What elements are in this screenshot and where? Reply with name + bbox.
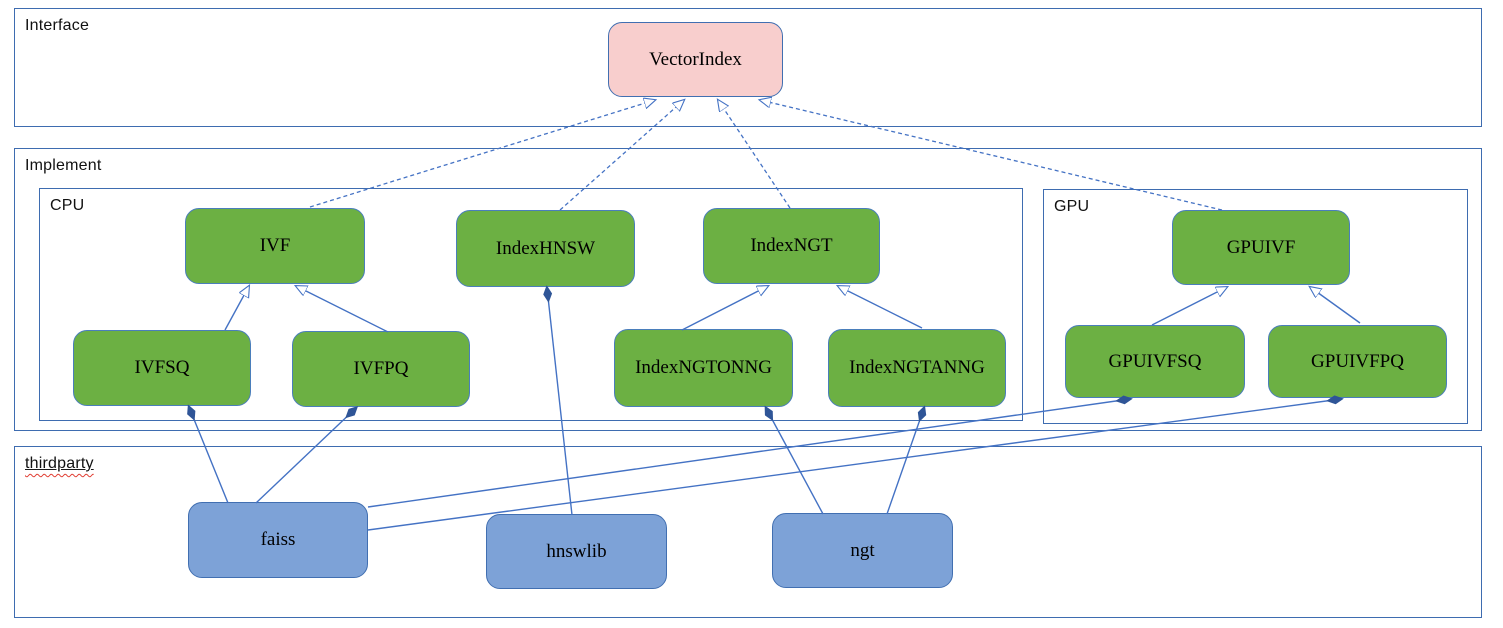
cpu-section-label: CPU	[50, 197, 85, 214]
node-faiss-label: faiss	[260, 529, 296, 550]
node-gpuivfsq-label: GPUIVFSQ	[1108, 350, 1202, 372]
node-ivf-label: IVF	[259, 235, 291, 256]
node-ngt-label: ngt	[850, 539, 875, 561]
node-indexhnsw-label: IndexHNSW	[495, 237, 596, 259]
node-vectorindex-label: VectorIndex	[649, 48, 742, 70]
node-indexngtanng-label: IndexNGTANNG	[849, 357, 985, 378]
gpu-section-label: GPU	[1054, 198, 1090, 215]
interface-section-label: Interface	[25, 17, 90, 34]
node-indexhnsw[interactable]: IndexHNSW	[456, 210, 635, 287]
thirdparty-section-label: thirdparty	[25, 455, 94, 473]
node-hnswlib-label: hnswlib	[546, 540, 607, 562]
node-ivfpq-label: IVFPQ	[353, 358, 409, 379]
node-indexngtonng-label: IndexNGTONNG	[635, 357, 772, 378]
node-ivfpq[interactable]: IVFPQ	[292, 331, 470, 407]
node-ngt[interactable]: ngt	[772, 513, 953, 588]
node-gpuivf-label: GPUIVF	[1226, 236, 1296, 258]
node-faiss[interactable]: faiss	[188, 502, 368, 578]
implement-section-label: Implement	[25, 157, 102, 174]
node-indexngt[interactable]: IndexNGT	[703, 208, 880, 284]
node-gpuivfpq-label: GPUIVFPQ	[1311, 350, 1404, 372]
node-indexngtanng[interactable]: IndexNGTANNG	[828, 329, 1006, 407]
node-gpuivfpq[interactable]: GPUIVFPQ	[1268, 325, 1447, 398]
thirdparty-section-label-text: thirdparty	[25, 455, 94, 472]
node-ivfsq[interactable]: IVFSQ	[73, 330, 251, 406]
node-vectorindex[interactable]: VectorIndex	[608, 22, 783, 97]
node-ivf[interactable]: IVF	[185, 208, 365, 284]
node-ivfsq-label: IVFSQ	[134, 357, 190, 378]
node-indexngtonng[interactable]: IndexNGTONNG	[614, 329, 793, 407]
node-indexngt-label: IndexNGT	[750, 235, 833, 256]
node-gpuivf[interactable]: GPUIVF	[1172, 210, 1350, 285]
node-hnswlib[interactable]: hnswlib	[486, 514, 667, 589]
node-gpuivfsq[interactable]: GPUIVFSQ	[1065, 325, 1245, 398]
